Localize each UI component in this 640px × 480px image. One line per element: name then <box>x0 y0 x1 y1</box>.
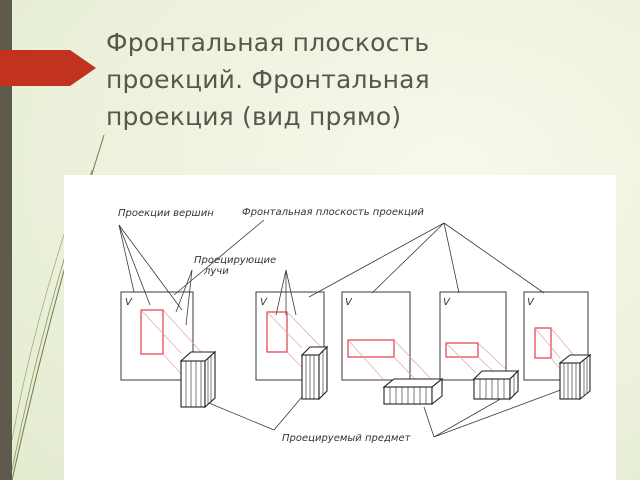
left-sidebar-bar <box>0 0 12 480</box>
leader-line <box>173 219 265 296</box>
leader-line <box>203 400 275 431</box>
label-frontal-plane: Фронтальная плоскость проекций <box>242 207 424 218</box>
leader-line <box>118 224 135 293</box>
label-projecting-rays-line2: лучи <box>204 266 229 277</box>
diagram-drawing: V V <box>118 219 592 438</box>
leader-line <box>118 224 183 311</box>
svg-text:V: V <box>260 297 268 308</box>
slide-title: Фронтальная плоскость проекций. Фронталь… <box>106 24 606 135</box>
title-line-3: проекция (вид прямо) <box>106 102 402 131</box>
title-line-1: Фронтальная плоскость <box>106 28 430 57</box>
label-projected-object: Проецируемый предмет <box>282 433 411 444</box>
leader-line <box>433 384 575 438</box>
svg-text:V: V <box>125 297 133 308</box>
leader-line <box>371 222 445 294</box>
leader-line <box>308 222 445 298</box>
label-projecting-rays-line1: Проецирующие <box>194 255 277 266</box>
label-vertex-projections: Проекции вершин <box>118 208 214 219</box>
leader-line <box>423 406 435 438</box>
svg-text:V: V <box>345 297 353 308</box>
projection-panel-2: V <box>255 291 329 401</box>
leader-line <box>185 269 193 326</box>
leader-line <box>443 222 545 294</box>
leader-line <box>118 224 151 306</box>
projection-diagram: V V <box>64 175 616 480</box>
leader-line <box>443 222 460 294</box>
projection-panel-5: V <box>523 291 592 401</box>
projection-panel-1: V <box>120 291 217 409</box>
red-arrow-marker <box>0 50 96 86</box>
svg-text:V: V <box>527 297 535 308</box>
title-line-2: проекций. Фронтальная <box>106 65 430 94</box>
leader-line <box>433 396 505 438</box>
svg-text:V: V <box>443 297 451 308</box>
leader-line <box>175 269 193 313</box>
projection-panel-4: V <box>439 291 520 401</box>
projection-panel-3: V <box>341 291 444 406</box>
